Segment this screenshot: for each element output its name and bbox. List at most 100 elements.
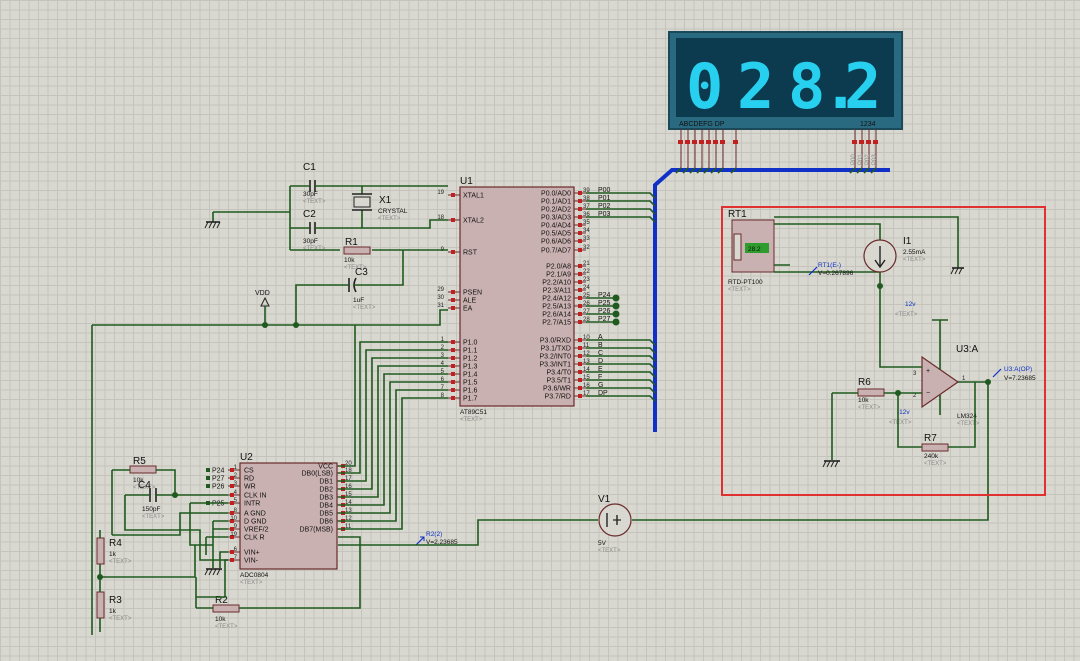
u1-net-label: P03 [598, 211, 611, 218]
u1-net-wire [586, 339, 656, 346]
u2-pin-marker [230, 519, 234, 523]
u2-net-marker [206, 484, 210, 488]
u1-pin-number: 10 [583, 335, 590, 341]
probe-r2-value: V=2.23685 [426, 539, 458, 546]
u1-pin-label: P2.1/A9 [546, 272, 571, 279]
probe-u3[interactable]: U3:A(OP) V=7.23685 [992, 366, 1036, 382]
u1-pin-label: P3.4/T0 [546, 370, 571, 377]
ground-symbol [204, 568, 222, 576]
u2-pin-number: 2 [234, 473, 238, 479]
rtd-temp: 28.2 [748, 246, 761, 253]
u1-pin-label: PSEN [463, 290, 482, 297]
u1-part: AT89C51 [460, 409, 487, 416]
svg-text:1: 1 [962, 376, 966, 382]
i1-text: <TEXT> [903, 257, 926, 263]
u1-pin-label: P0.1/AD1 [541, 199, 571, 206]
x1-text: <TEXT> [378, 216, 401, 222]
u1-pin-number: 26 [583, 301, 590, 307]
u1-pin-number: 16 [583, 383, 590, 389]
u2-pin-number: 19 [230, 532, 237, 538]
x1-val: CRYSTAL [378, 208, 408, 215]
u2-pin-number: 1 [234, 465, 238, 471]
rt1-ref: RT1 [728, 209, 747, 220]
u1-net-label: D [598, 358, 603, 365]
u2-pin-label: DB4 [319, 503, 333, 510]
u2-pin-label: RD [244, 476, 254, 483]
u1-pin-marker [578, 362, 582, 366]
data-bus[interactable] [653, 168, 890, 432]
u1-net-wire [586, 395, 656, 402]
u1-net-wire [586, 192, 656, 199]
u1-pin-marker [578, 223, 582, 227]
u3-opamp[interactable]: + − U3:A LM324 <TEXT> 321 12v -12v <TEXT… [889, 301, 991, 427]
u1-net-label: F [598, 374, 602, 381]
analog-input-wire[interactable] [338, 381, 989, 546]
u1-pin-label: P1.6 [463, 388, 478, 395]
u1-pin-marker [578, 346, 582, 350]
c1-val: 30pF [303, 191, 318, 198]
u2-net-label: P26 [212, 484, 225, 491]
r2-val: 10k [215, 616, 226, 623]
i1-ref: I1 [903, 236, 912, 247]
c1-text: <TEXT> [303, 199, 326, 205]
u1-pin-number: 36 [583, 212, 590, 218]
u1-pin-number: 32 [583, 245, 590, 251]
c4-text: <TEXT> [142, 514, 165, 520]
u1-pin-number: 22 [583, 269, 590, 275]
seven-segment-display[interactable]: 0 2 8 . 2 ABCDEFG DP 1234 P00 P01 P02 P0… [668, 31, 903, 168]
u1-pin-marker [578, 378, 582, 382]
p2-net-dots [612, 294, 620, 326]
u1-pin-label: P1.7 [463, 396, 478, 403]
feedback-network[interactable]: R6 10k <TEXT> R7 240k <TEXT> [822, 377, 976, 468]
rt1-val: RTD-PT100 [728, 279, 763, 286]
u1-net-label: B [598, 342, 603, 349]
u1-pin-label: ALE [463, 298, 477, 305]
ground-symbol [204, 221, 221, 229]
segment-pin-labels: ABCDEFG DP [679, 121, 725, 128]
u1-pin-marker [578, 239, 582, 243]
adc-left-network[interactable]: R5 10k <TEXT> C4 150pF <TEXT> R4 1k <TEX… [96, 456, 361, 632]
rt1-text: <TEXT> [728, 287, 751, 293]
u1-pin-label: P0.3/AD3 [541, 215, 571, 222]
c4-val: 150pF [142, 506, 160, 513]
u1-pin-label: XTAL1 [463, 193, 484, 200]
u1-pin-marker [578, 288, 582, 292]
u2-adc[interactable]: U2 ADC0804 <TEXT> CS1P24RD2P27WR3P26CLK … [206, 452, 352, 586]
u1-pin-label: P3.5/T1 [546, 378, 571, 385]
u1-pin-label: P1.0 [463, 340, 478, 347]
i1-current-source[interactable]: I1 2.55mA <TEXT> [863, 236, 926, 289]
u1-pin-label: P2.0/A8 [546, 264, 571, 271]
u1-pin-number: 18 [437, 215, 444, 221]
u1-pin-marker [451, 372, 455, 376]
u1-pin-label: P0.7/AD7 [541, 248, 571, 255]
u1-pin-label: P0.4/AD4 [541, 223, 571, 230]
rtd-sensor[interactable]: 28.2 RT1 RTD-PT100 <TEXT> [728, 209, 964, 368]
u1-pin-marker [451, 290, 455, 294]
v1-source[interactable]: V1 5V <TEXT> [598, 494, 632, 554]
u1-pin-marker [451, 356, 455, 360]
u2-pin-marker [230, 527, 234, 531]
probe-r2[interactable]: R2(2) V=2.23685 [415, 531, 458, 546]
probe-u3-name: U3:A(OP) [1004, 366, 1032, 373]
u1-pin-number: 29 [437, 287, 444, 293]
u1-net-label: A [598, 334, 603, 341]
v1-text: <TEXT> [598, 548, 621, 554]
u2-pin-label: CS [244, 468, 254, 475]
probe-rt1[interactable]: RT1(E-) V=0.267896 [808, 262, 854, 277]
u1-net-wire [586, 208, 656, 215]
u1-pin-number: 27 [583, 309, 590, 315]
u1-microcontroller[interactable]: U1 AT89C51 <TEXT> XTAL119XTAL218RST9PSEN… [437, 176, 656, 423]
u1-pin-label: P3.3/INT1 [539, 362, 571, 369]
u1-net-label: P24 [598, 292, 611, 299]
u2-pin-number: 15 [345, 492, 352, 498]
u1-pin-marker [451, 340, 455, 344]
p1-data-wires[interactable] [338, 325, 448, 530]
crystal-section[interactable]: C1 30pF <TEXT> C2 30pF <TEXT> X1 CRYSTAL… [204, 162, 448, 252]
reset-section[interactable]: R1 10k <TEXT> C3 1uF <TEXT> VDD [91, 237, 448, 635]
u1-pin-number: 35 [583, 220, 590, 226]
u1-pin-label: P3.0/RXD [540, 338, 571, 345]
r2-ref: R2 [215, 595, 228, 606]
r5-val: 10k [133, 477, 144, 484]
u1-pin-marker [578, 191, 582, 195]
